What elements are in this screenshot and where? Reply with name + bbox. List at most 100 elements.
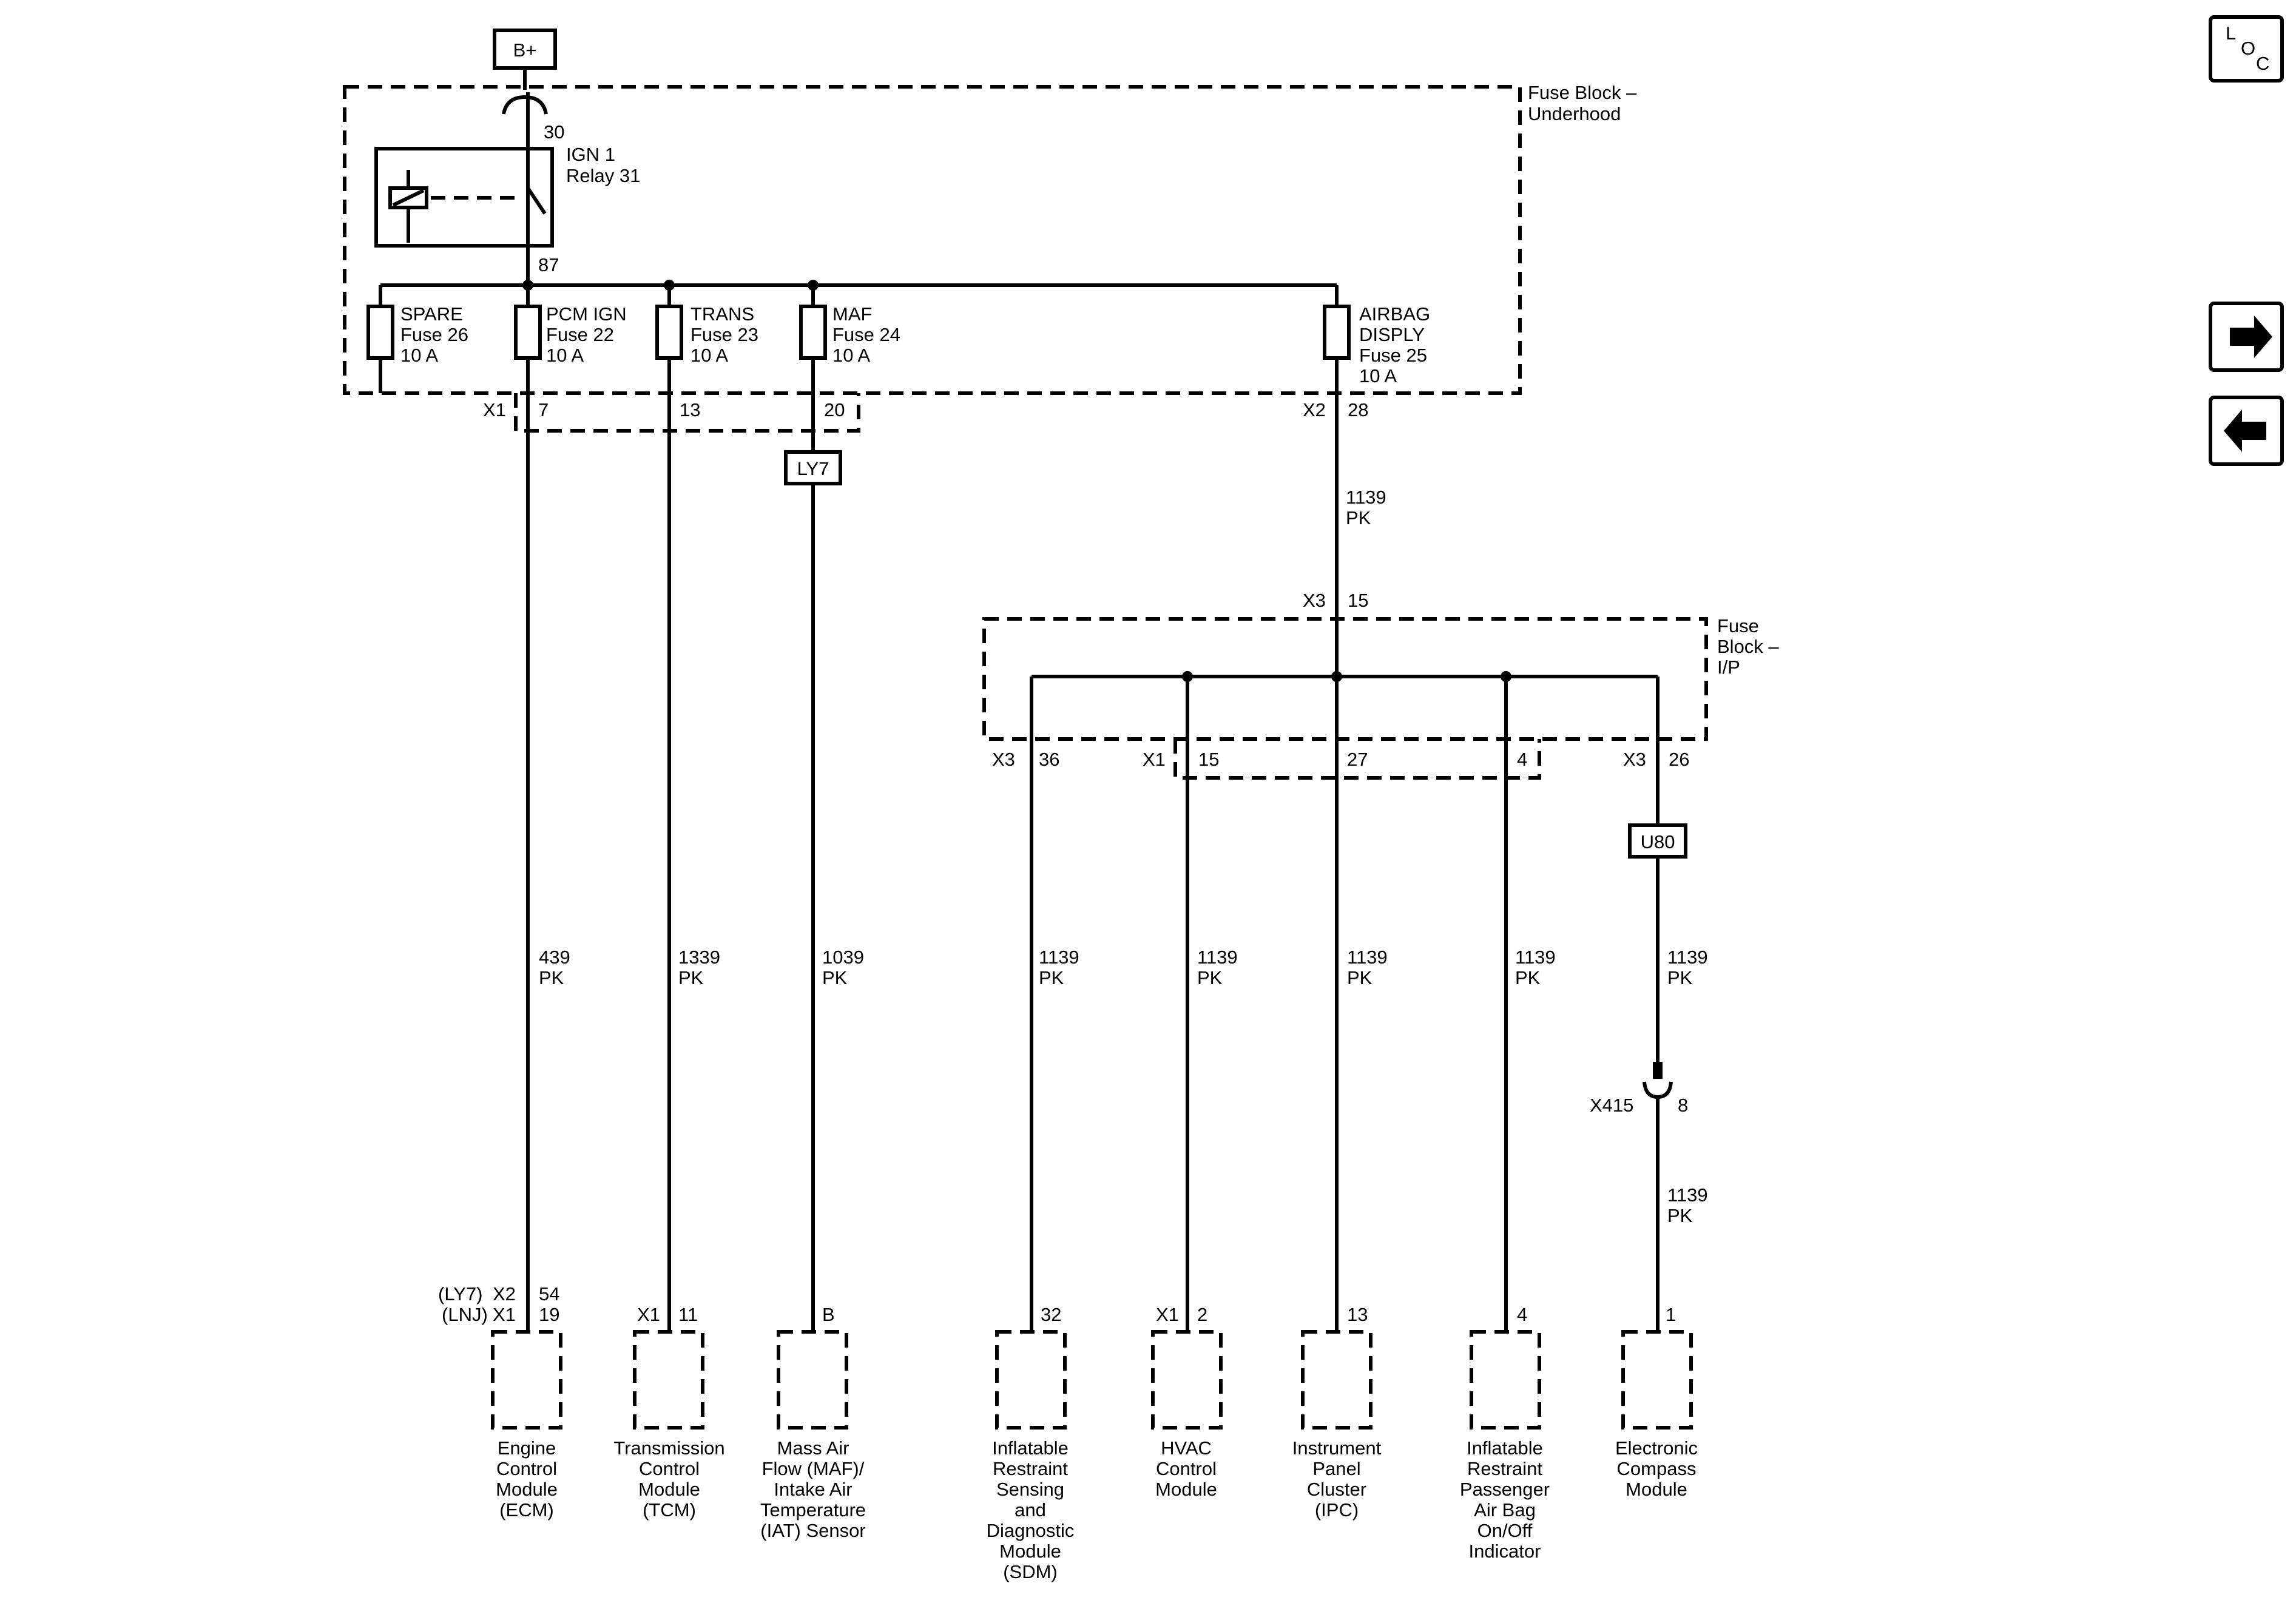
svg-text:X3: X3 [1623, 749, 1646, 770]
svg-text:Fuse 22: Fuse 22 [546, 324, 614, 345]
svg-text:1139: 1139 [1667, 1184, 1708, 1206]
svg-text:Fuse 23: Fuse 23 [690, 324, 758, 345]
svg-text:PK: PK [1667, 967, 1693, 988]
svg-text:Indicator: Indicator [1469, 1541, 1541, 1562]
svg-text:X1: X1 [493, 1304, 516, 1325]
svg-text:439: 439 [539, 947, 570, 968]
svg-text:X415: X415 [1590, 1095, 1633, 1116]
svg-text:Control: Control [496, 1458, 557, 1479]
svg-text:(TCM): (TCM) [643, 1499, 696, 1521]
module-ecm-name: Engine Control Module (ECM) [496, 1437, 558, 1521]
module-maf-iat [777, 1330, 848, 1430]
connector-x1-outline [514, 393, 860, 433]
svg-text:Compass: Compass [1617, 1458, 1697, 1479]
svg-text:Module: Module [496, 1479, 558, 1500]
svg-text:PK: PK [678, 967, 704, 988]
svg-text:15: 15 [1348, 590, 1368, 611]
locator-l: L [2226, 22, 2236, 44]
prev-page-button[interactable] [2209, 396, 2284, 466]
module-ipc-name: Instrument Panel Cluster (IPC) [1292, 1437, 1382, 1521]
svg-text:10 A: 10 A [546, 345, 584, 366]
connector-terminal-icon [502, 95, 548, 115]
svg-text:Mass Air: Mass Air [777, 1437, 849, 1459]
svg-text:PK: PK [822, 967, 848, 988]
svg-text:Module: Module [1155, 1479, 1217, 1500]
locator-button[interactable]: L O C [2209, 15, 2284, 83]
svg-text:LY7: LY7 [797, 458, 829, 479]
locator-c: C [2256, 53, 2269, 74]
module-sdm-name: Inflatable Restraint Sensing and Diagnos… [987, 1437, 1075, 1582]
svg-text:2: 2 [1197, 1304, 1207, 1325]
svg-text:(ECM): (ECM) [499, 1499, 554, 1521]
svg-text:AIRBAG: AIRBAG [1359, 303, 1430, 325]
svg-text:Panel: Panel [1312, 1458, 1360, 1479]
svg-text:Inflatable: Inflatable [992, 1437, 1069, 1459]
connector-ip-x1-outline [1173, 739, 1541, 780]
svg-text:13: 13 [1347, 1304, 1368, 1325]
svg-text:1139: 1139 [1039, 947, 1079, 968]
svg-text:MAF: MAF [832, 303, 872, 325]
svg-text:36: 36 [1039, 749, 1059, 770]
fuse-trans: TRANS Fuse 23 10 A [655, 285, 758, 366]
svg-text:28: 28 [1348, 399, 1368, 420]
svg-text:1039: 1039 [822, 947, 864, 968]
module-compass [1621, 1330, 1693, 1430]
svg-text:4: 4 [1517, 1304, 1527, 1325]
svg-text:X1: X1 [1143, 749, 1166, 770]
svg-text:54: 54 [539, 1283, 559, 1305]
svg-text:15: 15 [1198, 749, 1219, 770]
arrow-left-icon [2224, 410, 2266, 452]
svg-text:Fuse: Fuse [1717, 615, 1759, 636]
svg-text:and: and [1015, 1499, 1046, 1521]
svg-text:PK: PK [1667, 1205, 1693, 1226]
svg-text:X3: X3 [992, 749, 1015, 770]
module-pass-name: Inflatable Restraint Passenger Air Bag O… [1460, 1437, 1550, 1562]
fuse-pcm-ign: PCM IGN Fuse 22 10 A [514, 285, 627, 366]
svg-text:TRANS: TRANS [690, 303, 754, 325]
connector-x415: X415 8 [1590, 1062, 1688, 1332]
battery-label: B+ [513, 39, 537, 61]
relay-name-1: IGN 1 [566, 144, 615, 165]
svg-text:Module: Module [1626, 1479, 1687, 1500]
svg-text:(SDM): (SDM) [1003, 1561, 1058, 1582]
svg-text:U80: U80 [1641, 831, 1675, 852]
svg-text:X3: X3 [1303, 590, 1326, 611]
connector-terminal-icon [1643, 1081, 1673, 1099]
next-page-button[interactable] [2209, 302, 2284, 372]
fuse-airbag-disply: AIRBAG DISPLY Fuse 25 10 A [1323, 285, 1430, 387]
relay-pin-30: 30 [544, 121, 564, 143]
svg-text:PCM IGN: PCM IGN [546, 303, 627, 325]
svg-text:PK: PK [1346, 507, 1371, 528]
svg-text:1: 1 [1666, 1304, 1676, 1325]
svg-text:Restraint: Restraint [993, 1458, 1068, 1479]
svg-text:19: 19 [539, 1304, 559, 1325]
svg-text:(IAT) Sensor: (IAT) Sensor [760, 1520, 865, 1541]
svg-text:1139: 1139 [1346, 487, 1386, 508]
svg-text:Transmission: Transmission [613, 1437, 724, 1459]
svg-text:4: 4 [1517, 749, 1527, 770]
svg-text:Intake Air: Intake Air [774, 1479, 852, 1500]
svg-text:X1: X1 [637, 1304, 660, 1325]
svg-text:1339: 1339 [678, 947, 720, 968]
ign1-relay: 30 IGN 1 Relay 31 87 [374, 121, 640, 275]
module-hvac [1151, 1330, 1223, 1430]
svg-text:Block –: Block – [1717, 636, 1779, 657]
fuse-icon [655, 305, 683, 360]
svg-text:10 A: 10 A [1359, 365, 1397, 387]
svg-text:Passenger: Passenger [1460, 1479, 1550, 1500]
svg-text:11: 11 [678, 1304, 698, 1325]
svg-text:7: 7 [538, 399, 549, 420]
svg-text:DISPLY: DISPLY [1359, 324, 1425, 345]
svg-text:Module: Module [999, 1541, 1061, 1562]
underhood-block-name-1: Fuse Block – [1528, 82, 1637, 103]
svg-text:Fuse 25: Fuse 25 [1359, 345, 1427, 366]
svg-text:Cluster: Cluster [1307, 1479, 1366, 1500]
svg-text:13: 13 [680, 399, 700, 420]
svg-text:Sensing: Sensing [996, 1479, 1064, 1500]
svg-text:SPARE: SPARE [400, 303, 463, 325]
svg-text:(IPC): (IPC) [1315, 1499, 1359, 1521]
relay-switch-icon [526, 187, 547, 215]
svg-text:10 A: 10 A [400, 345, 438, 366]
svg-text:1139: 1139 [1667, 947, 1708, 968]
